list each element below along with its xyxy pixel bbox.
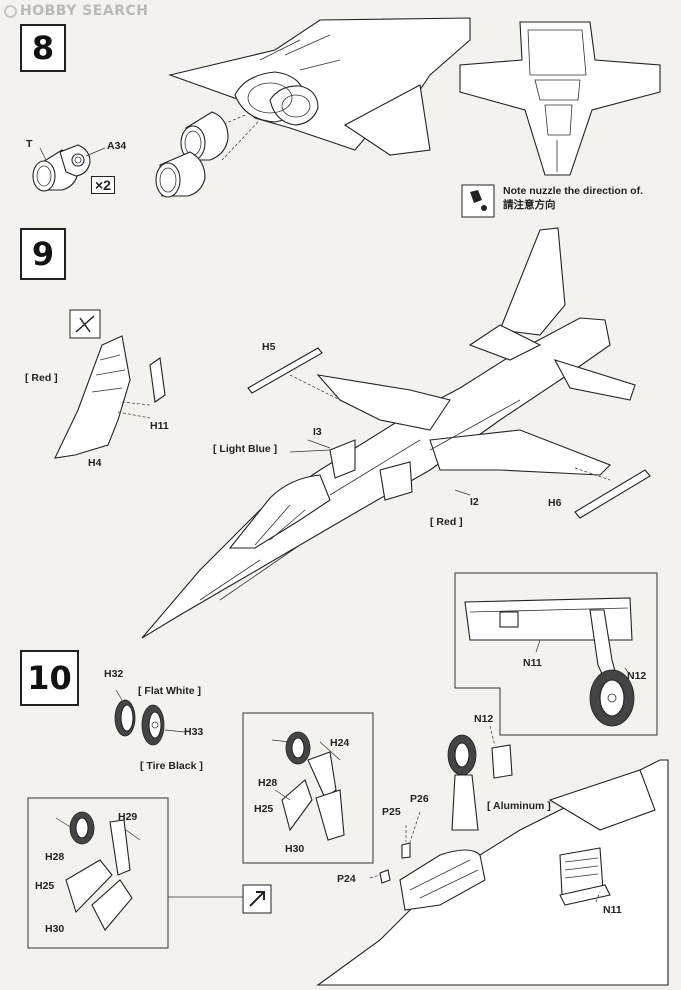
label-p24: P24 (337, 873, 356, 885)
nozzle-subassembly (32, 144, 106, 192)
step-10-box: 10 (20, 650, 79, 706)
label-light-blue: [ Light Blue ] (213, 443, 278, 455)
label-n12: N12 (474, 713, 494, 725)
label-flat-white: [ Flat White ] (138, 685, 201, 697)
label-h11: H11 (150, 420, 169, 432)
label-n11: N11 (603, 904, 622, 916)
label-h25-lower: H25 (35, 880, 55, 892)
label-h32: H32 (104, 668, 124, 680)
step-8-box: 8 (20, 24, 66, 72)
fuel-tank-h6 (574, 467, 651, 519)
label-h5: H5 (262, 341, 276, 353)
wheel-h32-h33 (114, 689, 186, 746)
label-part-a34: A34 (107, 140, 127, 152)
label-red-fin: [ Red ] (25, 372, 58, 384)
label-red-intake: [ Red ] (430, 516, 463, 528)
label-part-t: T (26, 138, 33, 150)
caution-icon (461, 184, 495, 218)
label-p26: P26 (410, 793, 429, 805)
watermark-text: HOBBY SEARCH (20, 3, 149, 19)
next-arrow-icon (242, 884, 272, 914)
vertical-fin-h4 (54, 335, 166, 459)
label-tire-black: [ Tire Black ] (140, 760, 203, 772)
label-h29: H29 (118, 811, 138, 823)
label-h30-upper: H30 (285, 843, 305, 855)
aircraft-fuselage-step9 (141, 227, 636, 639)
gear-assembly-lower (55, 811, 141, 931)
label-h24: H24 (330, 737, 350, 749)
gear-assembly-upper (271, 731, 345, 841)
label-aluminum: [ Aluminum ] (487, 800, 551, 812)
gear-bay-inset (464, 597, 635, 727)
hint-arrow-icon (69, 309, 101, 339)
rear-fuselage-step8 (168, 17, 471, 161)
label-n11-inset: N11 (523, 657, 542, 669)
label-i2: I2 (470, 496, 479, 508)
step9-leader-lines (289, 439, 471, 496)
label-h28-upper: H28 (258, 777, 278, 789)
label-h4: H4 (88, 457, 102, 469)
label-h30-lower: H30 (45, 923, 65, 935)
inset-frame-gear-detail (27, 797, 169, 949)
label-h28-lower: H28 (45, 851, 65, 863)
inset-frame-gear-assembly (242, 712, 374, 864)
fuel-tank-h5 (247, 347, 341, 401)
label-h33: H33 (184, 726, 204, 738)
tail-top-view (459, 21, 661, 176)
inset-frame-gear-bay (454, 572, 658, 736)
label-p25: P25 (382, 806, 401, 818)
label-h25-upper: H25 (254, 803, 274, 815)
nose-section-step10 (316, 725, 669, 986)
note-english: Note nuzzle the direction of. (503, 185, 644, 197)
note-chinese: 請注意方向 (503, 199, 556, 211)
label-n12-inset: N12 (627, 670, 647, 682)
label-quantity: ×2 (91, 176, 115, 194)
nozzle-lower (155, 151, 206, 198)
step-9-box: 9 (20, 228, 66, 280)
watermark-logo-icon (4, 4, 17, 18)
watermark: HOBBY SEARCH (4, 3, 148, 19)
label-i3: I3 (313, 426, 322, 438)
label-h6: H6 (548, 497, 562, 509)
